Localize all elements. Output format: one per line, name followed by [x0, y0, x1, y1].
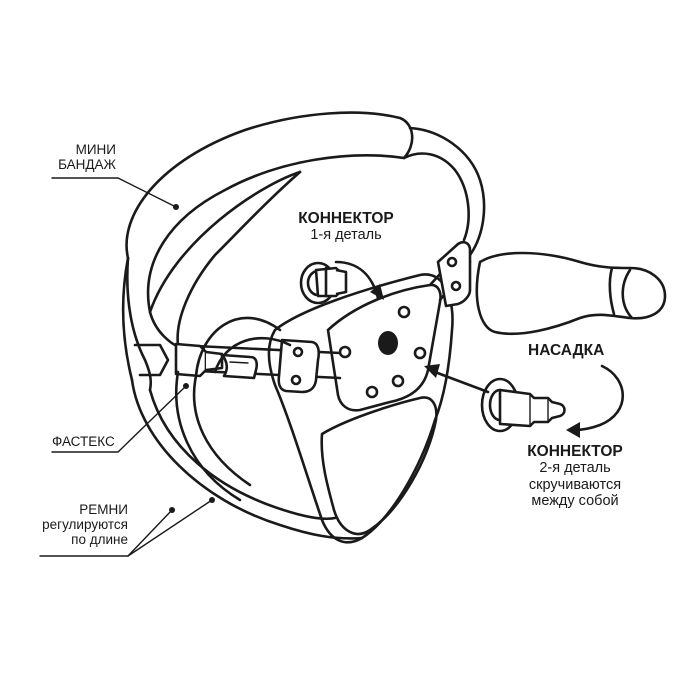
label-connector-1: КОННЕКТОР 1-я деталь	[276, 210, 416, 244]
arrow-connector-1	[334, 260, 384, 300]
label-mini-bandage-line2: БАНДАЖ	[58, 157, 116, 173]
front-pad	[267, 273, 454, 544]
label-mini-bandage: МИНИ БАНДАЖ	[40, 142, 116, 172]
label-connector-2-line3: скручиваются	[528, 476, 622, 493]
connector-part-2-icon	[480, 377, 566, 433]
label-straps-title: РЕМНИ	[79, 502, 128, 517]
leg-straps	[130, 316, 364, 540]
label-connector-2: КОННЕКТОР 2-я деталь скручиваются между …	[500, 443, 650, 509]
arrow-connector-2	[424, 364, 490, 394]
dildo-attachment-icon	[475, 251, 667, 336]
label-straps-line3: по длине	[71, 532, 128, 548]
label-connector-2-title: КОННЕКТОР	[527, 443, 623, 460]
label-connector-2-line2: 2-я деталь	[539, 460, 611, 477]
label-mini-bandage-line1: МИНИ	[75, 142, 116, 157]
label-fastex: ФАСТЕКС	[52, 434, 115, 449]
right-side-strap	[428, 240, 472, 308]
arrow-attachment	[566, 364, 625, 438]
label-straps-line2: регулируются	[42, 517, 128, 533]
label-connector-1-subtitle: 1-я деталь	[310, 227, 382, 244]
connector-part-1-icon	[299, 261, 348, 305]
label-connector-2-line4: между собой	[531, 492, 619, 509]
label-attachment-title: НАСАДКА	[528, 342, 605, 359]
waist-band	[121, 111, 486, 392]
fastex-buckle-icon	[174, 342, 259, 380]
leader-lines	[39, 177, 215, 557]
label-attachment: НАСАДКА	[528, 342, 604, 359]
label-connector-1-title: КОННЕКТОР	[298, 210, 394, 227]
label-fastex-title: ФАСТЕКС	[52, 434, 115, 449]
label-straps: РЕМНИ регулируются по длине	[28, 502, 128, 547]
